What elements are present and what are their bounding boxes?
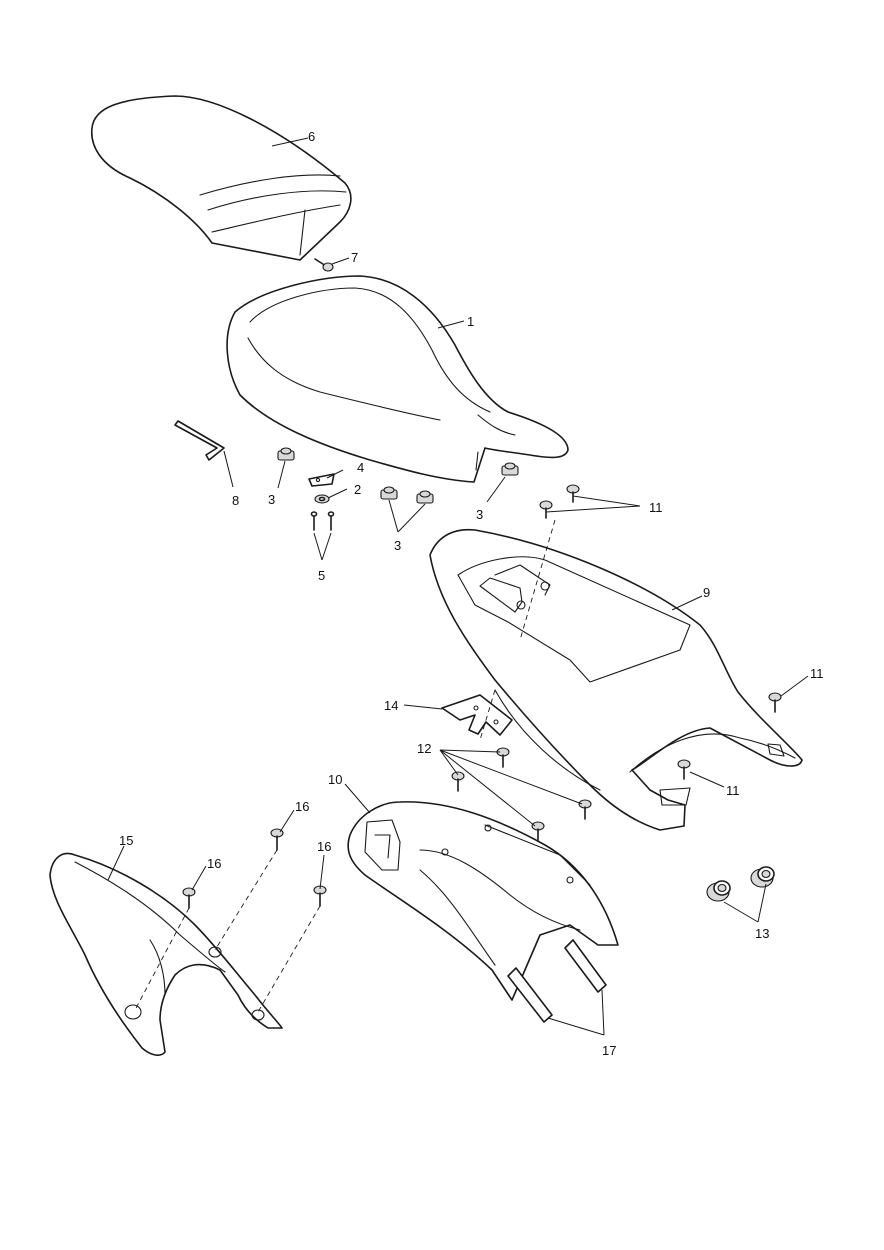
callout-7: 7	[351, 250, 358, 265]
callout-11-right: 11	[810, 666, 824, 681]
callout-6: 6	[308, 129, 315, 144]
callout-labels: 1 2 3 3 3 4 5 6 7 8 9 10 11 11 11 12 13 …	[119, 129, 824, 1058]
callout-5: 5	[318, 568, 325, 583]
callout-16-right: 16	[317, 839, 331, 854]
callout-3-center: 3	[394, 538, 401, 553]
callout-11-top: 11	[649, 500, 663, 515]
callout-1: 1	[467, 314, 474, 329]
callout-16-left: 16	[207, 856, 221, 871]
bracket	[441, 694, 513, 736]
rubber-bungs	[706, 866, 775, 902]
callout-12: 12	[417, 741, 431, 756]
washer	[314, 494, 330, 504]
callout-10: 10	[328, 772, 342, 787]
fixing-screws-11	[539, 484, 782, 780]
latch-screws	[310, 511, 335, 531]
callout-3-left: 3	[268, 492, 275, 507]
grommet-center-b	[416, 490, 434, 504]
undertray	[347, 801, 619, 1001]
trim-strips	[507, 939, 607, 1023]
grommet-right	[501, 462, 519, 476]
hugger-panel	[49, 852, 283, 1057]
callout-9: 9	[703, 585, 710, 600]
leader-lines	[107, 137, 809, 1036]
grommet-left	[277, 447, 295, 461]
seat-screw	[314, 258, 334, 272]
hex-key	[174, 420, 225, 461]
callout-11-bottom: 11	[726, 783, 740, 798]
callout-8: 8	[232, 493, 239, 508]
callout-15: 15	[119, 833, 133, 848]
callout-16-top: 16	[295, 799, 309, 814]
callout-3-right: 3	[476, 507, 483, 522]
latch-plate	[308, 473, 335, 487]
callout-17: 17	[602, 1043, 616, 1058]
rear-seat-cowl	[429, 528, 803, 831]
callout-2: 2	[354, 482, 361, 497]
fixing-screws-12	[451, 747, 592, 842]
callout-14: 14	[384, 698, 398, 713]
callout-4: 4	[357, 460, 364, 475]
pillion-seat	[90, 95, 352, 261]
grommet-center-a	[380, 486, 398, 500]
fixing-screws-16	[182, 828, 327, 909]
assembly-lines	[134, 519, 556, 1013]
rider-seat	[226, 275, 569, 483]
callout-13: 13	[755, 926, 769, 941]
